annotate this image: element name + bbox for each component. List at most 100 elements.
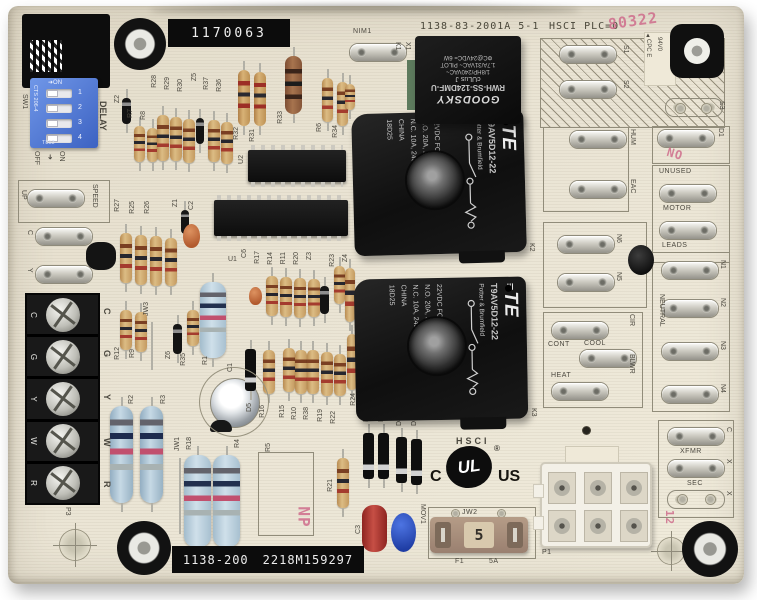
res-s bbox=[120, 224, 132, 292]
dip-rocker-1 bbox=[46, 89, 72, 98]
label-x: X bbox=[725, 459, 732, 464]
solder-pad bbox=[706, 495, 715, 504]
dip-position-label: 2 bbox=[78, 104, 82, 111]
label-r19: R19 bbox=[317, 409, 324, 422]
label-r11: R11 bbox=[280, 252, 287, 265]
spade-terminal bbox=[350, 44, 406, 61]
solder-pad bbox=[498, 510, 505, 517]
label-z2: Z2 bbox=[114, 95, 121, 104]
label-r15: R15 bbox=[279, 405, 286, 418]
label-z3: Z3 bbox=[306, 252, 313, 261]
label-on: ON bbox=[58, 151, 65, 162]
cap-blue bbox=[391, 513, 416, 552]
relay-text: cULus J bbox=[455, 75, 481, 83]
label-leads: LEADS bbox=[662, 242, 688, 249]
terminal-g: G bbox=[27, 337, 98, 380]
relay-text: TE bbox=[500, 283, 522, 413]
hsci-plc-code: HSCI PLC=0 bbox=[549, 21, 620, 32]
solder-pad bbox=[678, 495, 687, 504]
terminal-letter: W bbox=[29, 437, 38, 445]
res-s bbox=[150, 227, 162, 295]
res-s bbox=[266, 267, 278, 325]
cap-red bbox=[362, 505, 387, 552]
silkscreen-box bbox=[543, 127, 629, 212]
res-l bbox=[213, 446, 240, 556]
relay-text: T9AV5D12-22 bbox=[488, 282, 500, 341]
solder-pad bbox=[200, 368, 268, 436]
terminal-letter: Y bbox=[29, 396, 38, 402]
diode-b bbox=[411, 430, 422, 494]
relay-text: TE bbox=[498, 116, 520, 246]
label-r31: R31 bbox=[249, 129, 256, 142]
relay-text: 1.7A/31VAC~ PILOT bbox=[440, 61, 496, 68]
label-n3: N3 bbox=[719, 341, 726, 350]
res-s bbox=[157, 106, 169, 170]
spade-terminal bbox=[570, 181, 626, 198]
spade-terminal bbox=[36, 228, 92, 245]
spade-terminal bbox=[560, 81, 616, 98]
spade-terminal bbox=[662, 386, 718, 403]
label-sec: SEC bbox=[687, 480, 703, 487]
label-z1: Z1 bbox=[172, 199, 179, 208]
res-s bbox=[170, 108, 182, 170]
label-r36: R36 bbox=[216, 79, 223, 92]
p1-socket bbox=[548, 510, 576, 542]
label-u2: U2 bbox=[238, 155, 245, 164]
relay-text: CHINA bbox=[399, 284, 407, 307]
label-c1: C1 bbox=[227, 363, 234, 372]
dip-nub bbox=[47, 135, 58, 142]
contact-diagram-icon bbox=[466, 299, 479, 396]
label-eac: EAC bbox=[629, 179, 636, 194]
mounting-hole bbox=[682, 521, 738, 577]
ic bbox=[214, 195, 348, 241]
part-code: 1138-83-2001A 5-1 bbox=[420, 21, 540, 32]
registered-mark: ® bbox=[494, 444, 500, 453]
res-s bbox=[283, 339, 295, 401]
zener bbox=[173, 315, 182, 363]
label--: ➜ bbox=[46, 154, 53, 160]
dip-code: T813 bbox=[42, 140, 55, 146]
res-s bbox=[221, 113, 233, 173]
connector-p1 bbox=[533, 462, 652, 548]
board-part-number-label: 1138-200 2218M159297 bbox=[172, 546, 364, 573]
ul-certification: C UL ® US bbox=[428, 442, 538, 494]
dip-position-label: 1 bbox=[78, 89, 82, 96]
label-r4: R4 bbox=[234, 439, 241, 448]
sliver bbox=[407, 60, 416, 110]
res-s bbox=[294, 269, 306, 327]
label-r3: R3 bbox=[160, 395, 167, 404]
p1-socket bbox=[584, 472, 612, 504]
label-r5: R5 bbox=[265, 443, 272, 452]
label-r21: R21 bbox=[327, 479, 334, 492]
terminal-r: R bbox=[27, 464, 98, 503]
silkscreen-box bbox=[258, 452, 314, 536]
blob bbox=[86, 242, 116, 270]
res-s bbox=[280, 268, 292, 326]
serial-number: 2218M159297 bbox=[262, 552, 354, 567]
spade-terminal bbox=[666, 99, 722, 116]
silkscreen-box bbox=[658, 420, 734, 518]
label-r30: R30 bbox=[177, 79, 184, 92]
label--cpc-e: ▲CPC E bbox=[645, 33, 651, 58]
label-p1: P1 bbox=[542, 549, 552, 556]
label-z5: Z5 bbox=[191, 73, 198, 82]
res-s bbox=[337, 73, 348, 135]
terminal-letter: C bbox=[29, 311, 38, 318]
relay-text: RWH-SS-124DMF-U bbox=[430, 83, 506, 93]
label-c6: C6 bbox=[241, 249, 248, 258]
res-s bbox=[347, 325, 357, 399]
label-c: C bbox=[725, 427, 732, 433]
trans bbox=[210, 420, 232, 432]
blade-fuse-f1: 5 bbox=[430, 517, 528, 553]
jumper bbox=[179, 458, 181, 534]
p1-tab bbox=[533, 516, 544, 530]
solder-pad bbox=[452, 510, 459, 517]
thermostat-terminal-block: C G Y W R bbox=[25, 293, 100, 505]
spade-terminal bbox=[668, 460, 724, 477]
label-n4: N4 bbox=[719, 384, 726, 393]
label-r29: R29 bbox=[164, 77, 171, 90]
label-off: OFF bbox=[33, 151, 40, 165]
res-s bbox=[334, 345, 346, 405]
screw bbox=[45, 466, 80, 501]
